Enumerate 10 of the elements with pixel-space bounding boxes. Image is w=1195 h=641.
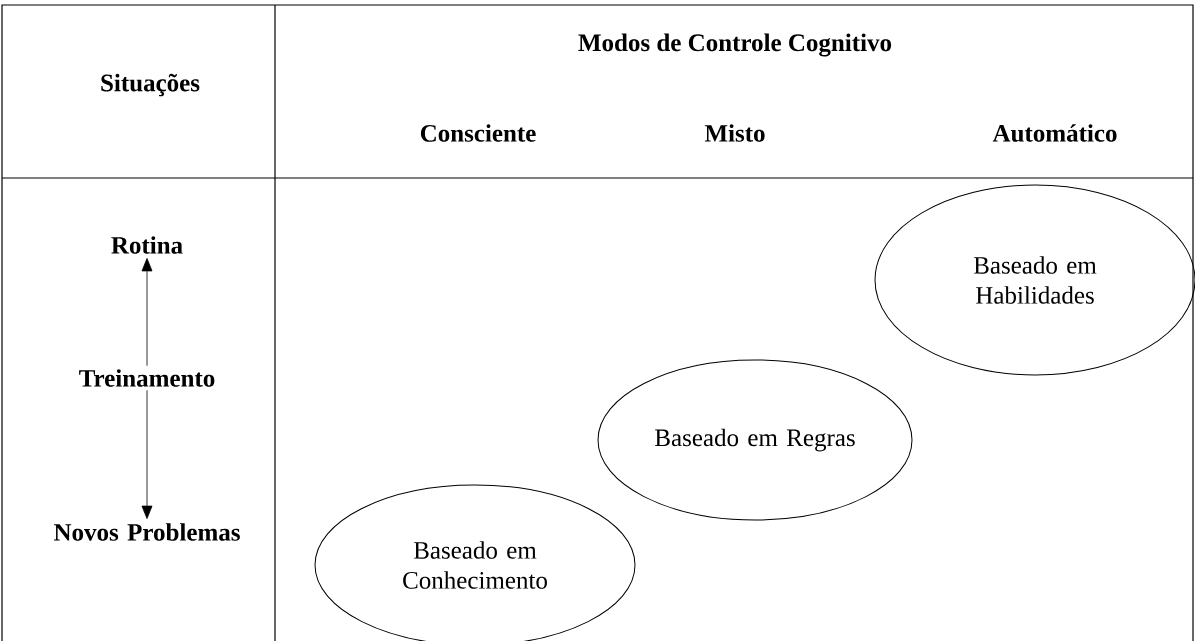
row-label: Treinamento [79,369,215,387]
column-header: Consciente [420,124,536,142]
row-header: Situações [101,73,200,97]
column-header: Automático [992,124,1117,142]
arrow [141,389,153,519]
arrow [141,258,153,367]
row-label: Novos Problemas [53,523,240,541]
row-label: Rotina [111,236,183,254]
column-header: Modos de Controle Cognitivo [578,33,892,57]
column-header: Misto [704,124,765,142]
